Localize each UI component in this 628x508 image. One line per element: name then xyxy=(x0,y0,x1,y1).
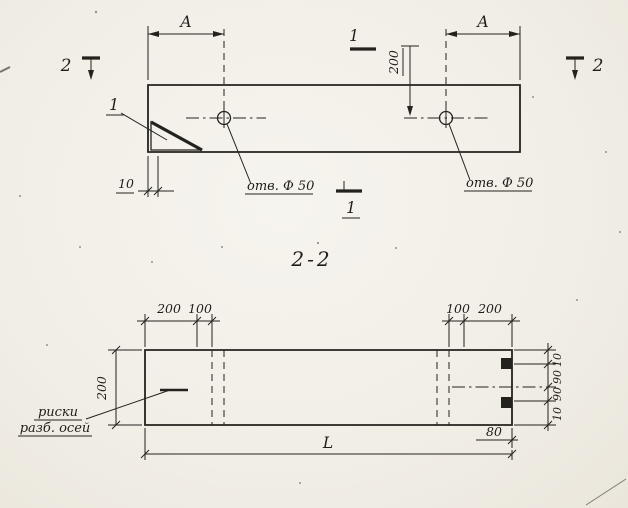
dim-length-label: L xyxy=(322,434,333,452)
dim-right-stack: 10 90 90 10 xyxy=(452,343,564,431)
section-2-left-label: 2 xyxy=(60,56,72,76)
hole-left xyxy=(186,108,266,128)
dim-length: L xyxy=(140,428,517,460)
dim-top-right: 100 200 xyxy=(442,301,520,347)
dim-height-200-label: 200 xyxy=(94,376,109,401)
section-mark-2-left: 2 xyxy=(60,56,100,80)
section-view: 2-2 200 100 xyxy=(18,247,564,460)
dim-right-90-top-label: 90 xyxy=(551,370,564,384)
hole-label-right: отв. Ф 50 xyxy=(466,176,533,191)
dim-a-right: А xyxy=(445,13,521,108)
dim-right-90-bottom-label: 90 xyxy=(551,387,564,401)
axis-note: риски разб. осей xyxy=(18,388,188,437)
axis-note-line1: риски xyxy=(38,405,78,420)
dim-200-vertical: 200 xyxy=(386,45,419,116)
axis-note-line2: разб. осей xyxy=(20,421,91,436)
corner-detail: 1 xyxy=(106,96,203,152)
dim-a-right-label: А xyxy=(476,13,489,31)
section-1-top-label: 1 xyxy=(349,27,359,45)
paper-crease xyxy=(585,478,627,506)
hole-label-left: отв. Ф 50 xyxy=(247,179,314,194)
paper-edge-mark xyxy=(0,66,11,73)
dim-a-left: А xyxy=(147,13,225,108)
axis-mark-notch-bottom xyxy=(501,397,512,408)
section-title: 2-2 xyxy=(290,247,332,271)
section-beam xyxy=(144,349,513,426)
plan-view: 1 отв. Ф 50 отв. Ф 50 xyxy=(60,13,603,219)
dim-80: 80 xyxy=(476,424,518,448)
dim-right-10-top-label: 10 xyxy=(551,353,564,367)
dim-top-left-200-label: 200 xyxy=(156,301,181,316)
detail-leader-line xyxy=(120,112,168,141)
dim-height-left: 200 xyxy=(94,345,142,430)
section-mark-2-right: 2 xyxy=(566,56,603,80)
hole-callout-left: отв. Ф 50 xyxy=(226,123,314,195)
dim-top-right-200-label: 200 xyxy=(477,301,502,316)
hole-callout-right: отв. Ф 50 xyxy=(448,123,533,192)
hole-right xyxy=(404,108,488,128)
axis-mark-notch-top xyxy=(501,358,512,369)
dim-right-10-bottom-label: 10 xyxy=(551,407,564,421)
section-1-bottom-label: 1 xyxy=(346,199,356,217)
beam-outline xyxy=(147,84,521,153)
dim-top-left-100-label: 100 xyxy=(188,301,212,316)
detail-label: 1 xyxy=(109,96,119,114)
dim-10-label: 10 xyxy=(118,176,134,191)
dim-top-left: 200 100 xyxy=(137,301,220,347)
axis-note-leader xyxy=(85,389,171,420)
dim-top-right-100-label: 100 xyxy=(446,301,470,316)
section-2-right-label: 2 xyxy=(592,56,604,76)
section-mark-1-top: 1 xyxy=(349,27,376,51)
dim-80-label: 80 xyxy=(486,424,502,439)
paper-marks xyxy=(0,10,627,506)
dim-10: 10 xyxy=(116,156,174,197)
dim-a-left-label: А xyxy=(179,13,192,31)
section-mark-1-bottom: 1 xyxy=(336,181,362,219)
dim-200-label: 200 xyxy=(386,50,401,75)
